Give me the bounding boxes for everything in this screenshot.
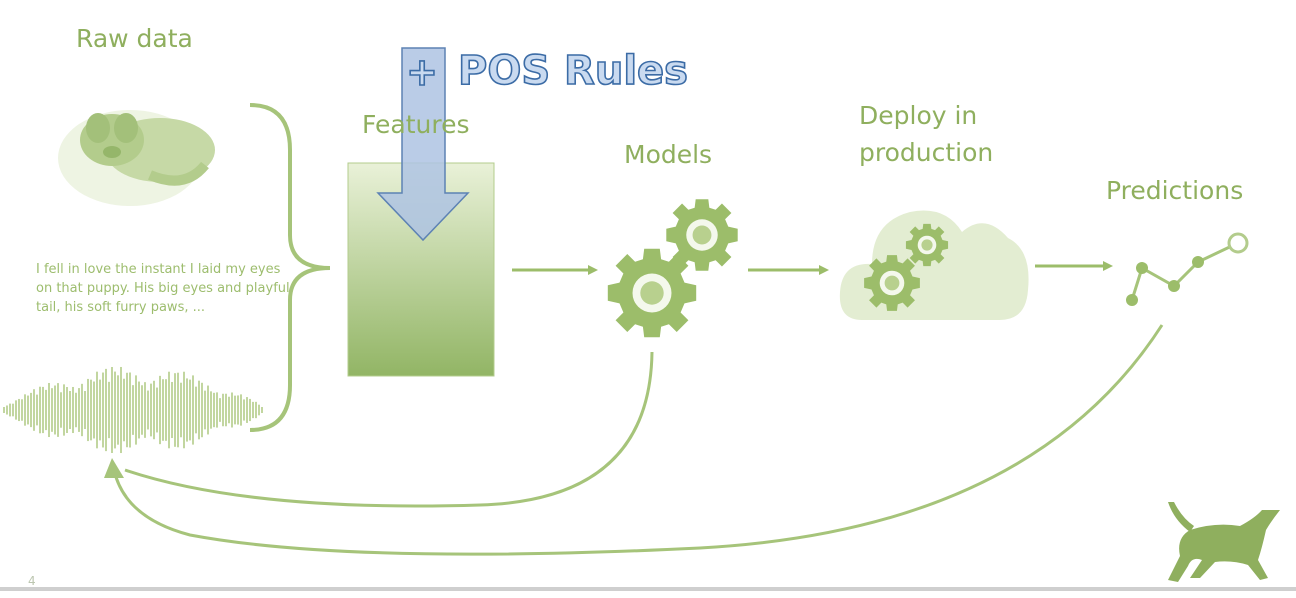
overlay-plus-sign: + — [405, 49, 438, 95]
line-graph-icon — [1126, 232, 1249, 306]
features-label: Features — [362, 110, 470, 139]
sample-text: I fell in love the instant I laid my eye… — [36, 262, 290, 315]
feedback-arrowhead — [104, 458, 124, 478]
curly-brace — [249, 103, 331, 432]
feedback-arrow-predictions — [112, 324, 1164, 556]
overlay-title: POS Rules — [457, 47, 689, 95]
predictions-label: Predictions — [1106, 176, 1244, 205]
dog-image-icon — [58, 110, 215, 206]
cloud-icon — [839, 210, 1029, 320]
raw-data-label: Raw data — [76, 24, 193, 53]
models-label: Models — [624, 140, 713, 169]
pos-rules-down-arrow — [376, 47, 470, 242]
slide-number: 4 — [28, 574, 36, 588]
gears-icon — [607, 199, 738, 338]
audio-waveform-icon — [3, 366, 263, 454]
deploy-label-line2: production — [859, 138, 994, 167]
slide-bottom-border — [0, 587, 1296, 591]
running-dog-icon — [1168, 502, 1280, 582]
feedback-arrow-models — [124, 351, 654, 508]
deploy-label-line1: Deploy in — [859, 101, 978, 130]
